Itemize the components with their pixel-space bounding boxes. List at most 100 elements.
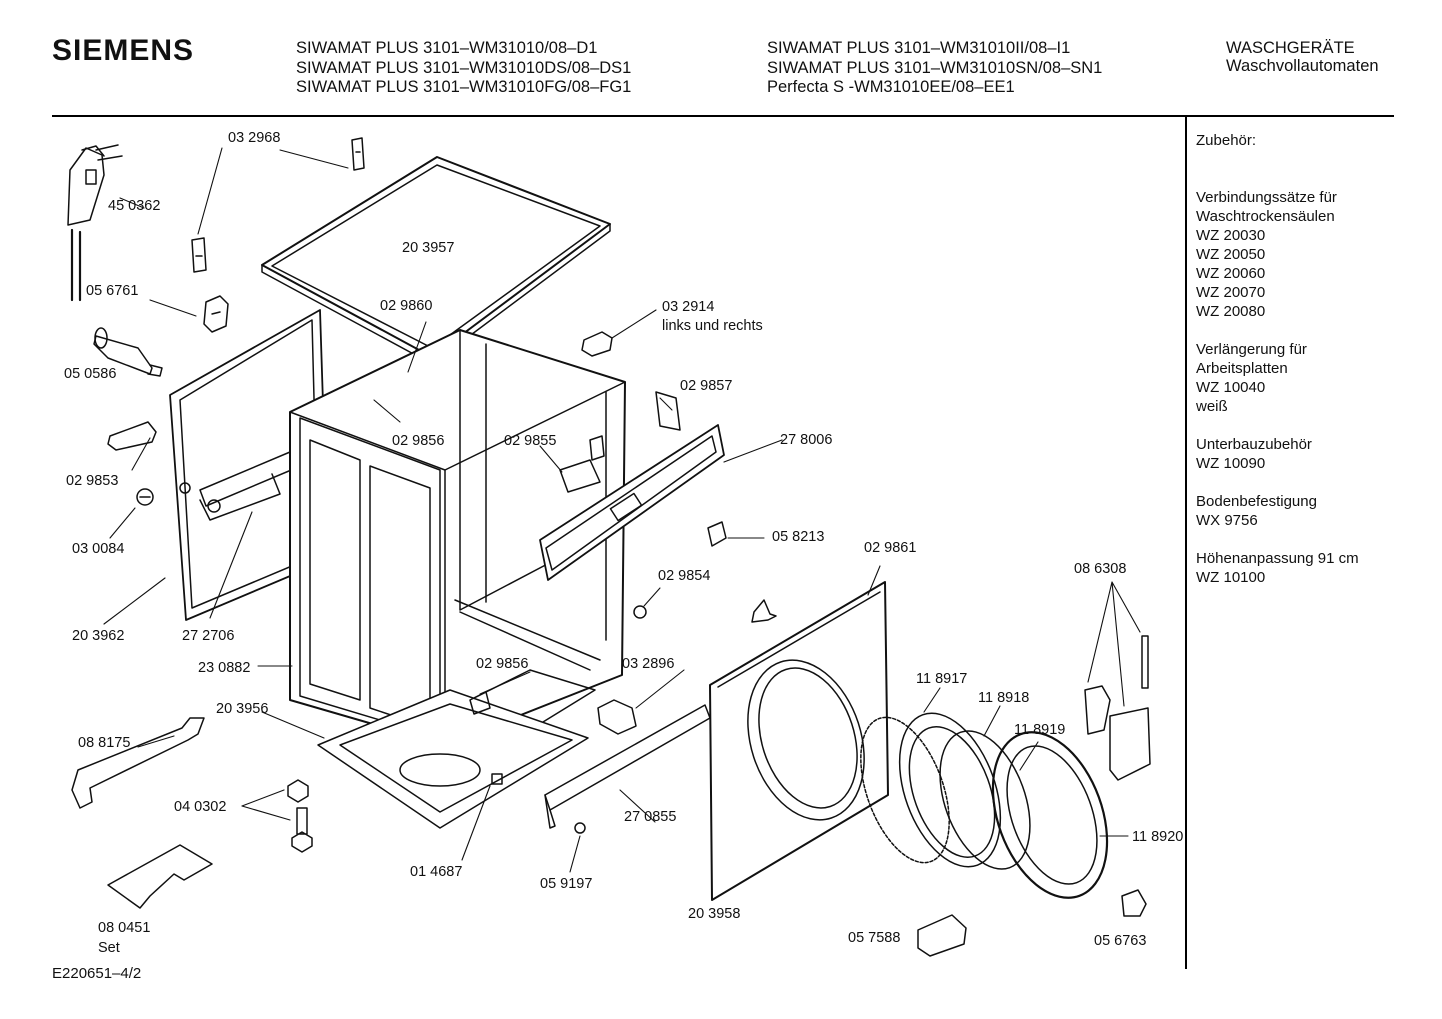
- bracket: [107, 421, 157, 451]
- accessory-line: WZ 10090: [1196, 455, 1266, 472]
- part-label: 02 9861: [864, 540, 917, 556]
- accessory-line: Verlängerung für: [1196, 341, 1307, 358]
- accessory-line: Unterbauzubehör: [1196, 436, 1312, 453]
- part-label: 05 6763: [1094, 933, 1147, 949]
- model-line: SIWAMAT PLUS 3101–WM31010/08–D1: [296, 39, 598, 57]
- accessory-line: Waschtrockensäulen: [1196, 208, 1335, 225]
- part-label-note: links und rechts: [662, 318, 763, 334]
- accessory-line: WZ 10100: [1196, 569, 1266, 586]
- door-hinge: [1084, 635, 1151, 781]
- part-label: 45 0362: [108, 198, 161, 214]
- part-label: 02 9856: [392, 433, 445, 449]
- part-label: 20 3956: [216, 701, 269, 717]
- part-label-note: Set: [98, 940, 120, 956]
- part-label: 02 9860: [380, 298, 433, 314]
- clip: [351, 137, 365, 171]
- control-panel: [539, 391, 725, 581]
- bolt: [291, 807, 313, 853]
- hinge-bracket: [751, 599, 777, 623]
- category-line: WASCHGERÄTE: [1226, 39, 1355, 57]
- front-panel: [709, 581, 889, 901]
- part-label: 11 8917: [916, 671, 968, 687]
- document-code: E220651–4/2: [52, 965, 142, 982]
- part-label: 03 2896: [622, 656, 675, 672]
- screw: [574, 822, 586, 834]
- model-line: SIWAMAT PLUS 3101–WM31010SN/08–SN1: [767, 58, 1103, 77]
- accessory-line: WX 9756: [1196, 512, 1258, 529]
- door-catch: [1121, 889, 1147, 917]
- accessory-line: weiß: [1196, 398, 1228, 415]
- model-list-2: SIWAMAT PLUS 3101–WM31010II/08–I1 SIWAMA…: [767, 39, 1102, 98]
- base-plate: [317, 689, 589, 829]
- accessory-line: WZ 10040: [1196, 379, 1266, 396]
- wrench: [71, 717, 205, 809]
- model-line: SIWAMAT PLUS 3101–WM31010FG/08–FG1: [296, 78, 632, 96]
- corner-clip: [581, 331, 613, 357]
- part-label: 02 9855: [504, 433, 557, 449]
- lock-bracket: [597, 699, 637, 735]
- part-label: 08 0451: [98, 920, 151, 936]
- accessory-line: WZ 20080: [1196, 303, 1266, 320]
- part-label: 05 7588: [848, 930, 901, 946]
- support-bracket: [559, 459, 601, 493]
- door-rings: [860, 712, 1109, 899]
- spacer-plate: [107, 844, 213, 909]
- clip: [707, 521, 727, 547]
- part-label: 20 3957: [402, 240, 455, 256]
- model-line: Perfecta S -WM31010EE/08–EE1: [767, 78, 1015, 96]
- accessory-line: Arbeitsplatten: [1196, 360, 1288, 377]
- clip: [469, 691, 491, 715]
- part-label: 05 0586: [64, 366, 117, 382]
- accessory-line: WZ 20070: [1196, 284, 1266, 301]
- part-label: 03 0084: [72, 541, 125, 557]
- model-line: SIWAMAT PLUS 3101–WM31010II/08–I1: [767, 39, 1071, 57]
- door-lock: [917, 914, 967, 957]
- accessories-panel: Zubehör: Verbindungssätze für Waschtrock…: [1196, 131, 1359, 587]
- part-label: 04 0302: [174, 799, 227, 815]
- part-label: 11 8918: [978, 690, 1030, 706]
- part-label: 08 6308: [1074, 561, 1127, 577]
- foot: [633, 605, 647, 619]
- part-label: 20 3958: [688, 906, 741, 922]
- accessory-line: WZ 20050: [1196, 246, 1266, 263]
- bushing: [136, 488, 154, 506]
- part-label: 02 9854: [658, 568, 711, 584]
- part-label: 02 9853: [66, 473, 119, 489]
- exploded-view-drawing: [67, 137, 1151, 957]
- part-label: 03 2914: [662, 299, 715, 315]
- inlet-connector: [93, 327, 163, 377]
- accessory-line: WZ 20060: [1196, 265, 1266, 282]
- part-label: 27 0855: [624, 809, 677, 825]
- part-label: 11 8920: [1132, 829, 1184, 845]
- part-label: 11 8919: [1014, 722, 1066, 738]
- strip: [544, 704, 711, 829]
- part-label: 08 8175: [78, 735, 131, 751]
- accessories-title: Zubehör:: [1196, 132, 1257, 149]
- part-label: 01 4687: [410, 864, 463, 880]
- header-divider: [52, 115, 1394, 117]
- part-label: 20 3962: [72, 628, 125, 644]
- part-label: 02 9857: [680, 378, 733, 394]
- part-label: 05 8213: [772, 529, 825, 545]
- nut: [287, 779, 309, 803]
- screw-clip: [491, 773, 503, 785]
- accessory-line: Höhenanpassung 91 cm: [1196, 550, 1359, 567]
- part-label: 05 6761: [86, 283, 139, 299]
- part-label: 23 0882: [198, 660, 251, 676]
- category-line: Waschvollautomaten: [1226, 57, 1379, 75]
- part-label: 02 9856: [476, 656, 529, 672]
- accessory-line: Bodenbefestigung: [1196, 493, 1317, 510]
- leader-lines: [103, 147, 1141, 873]
- part-label: 03 2968: [228, 130, 281, 146]
- part-label: 05 9197: [540, 876, 593, 892]
- brand-logo: SIEMENS: [52, 34, 195, 67]
- mains-plug: [67, 144, 123, 302]
- sidebar-divider: [1185, 117, 1187, 969]
- clip: [191, 237, 207, 273]
- category-heading: WASCHGERÄTE Waschvollautomaten: [1226, 39, 1379, 75]
- hinge: [203, 295, 229, 333]
- model-line: SIWAMAT PLUS 3101–WM31010DS/08–DS1: [296, 58, 632, 77]
- accessory-line: WZ 20030: [1196, 227, 1266, 244]
- part-label: 27 2706: [182, 628, 235, 644]
- part-label: 27 8006: [780, 432, 833, 448]
